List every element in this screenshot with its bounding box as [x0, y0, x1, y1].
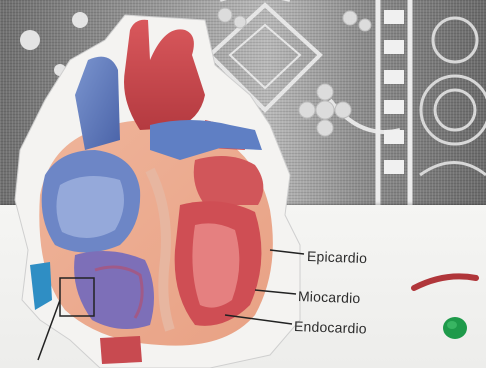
legend-green-dot [440, 314, 470, 342]
legend-red-line [410, 270, 480, 294]
label-epicardio: Epicardio [307, 248, 368, 266]
label-miocardio: Miocardio [298, 288, 361, 306]
label-endocardio: Endocardio [294, 318, 367, 337]
